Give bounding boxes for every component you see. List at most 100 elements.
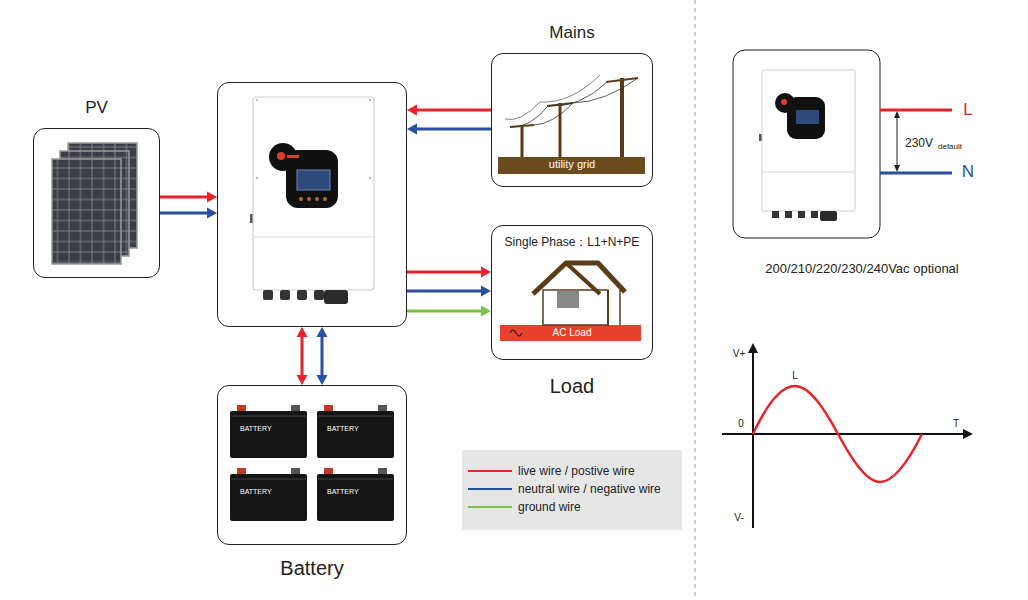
legend-sample <box>468 506 512 508</box>
connector <box>407 124 491 135</box>
node-text: BATTERY <box>327 488 359 496</box>
sine-chart <box>748 343 758 353</box>
output-wire <box>880 172 952 175</box>
connector <box>407 286 491 297</box>
battery-icon <box>291 468 300 474</box>
inverter-device <box>297 290 307 300</box>
connector-line <box>415 109 491 112</box>
phase-label: N <box>962 162 974 182</box>
inverter-device <box>253 97 374 290</box>
solar-panel <box>52 159 121 264</box>
connector <box>297 327 308 385</box>
inverter-device <box>772 211 779 218</box>
battery-icon <box>230 474 307 521</box>
inverter-device <box>733 50 880 238</box>
battery-icon <box>231 479 306 480</box>
house <box>557 291 579 308</box>
pv-box: PV <box>33 128 160 278</box>
connector-line <box>415 128 491 131</box>
battery-box: BATTERYBATTERYBATTERYBATTERYBattery <box>217 385 407 545</box>
inverter-device <box>299 197 303 201</box>
inverter-device <box>733 50 880 238</box>
connector-line <box>160 196 209 199</box>
inverter-device <box>762 172 855 173</box>
load-box: Single Phase：L1+N+PEAC LoadLoad <box>491 225 653 360</box>
battery-icon <box>324 468 333 474</box>
battery-icon <box>324 405 333 411</box>
battery-icon <box>291 405 300 411</box>
inverter-device <box>250 97 374 304</box>
connector <box>407 267 491 278</box>
axis-label: T <box>953 418 959 430</box>
inverter-device <box>796 110 819 124</box>
inverter-device <box>785 211 792 218</box>
voltage-bracket <box>894 111 900 118</box>
utility-grid <box>511 78 638 127</box>
battery-icon <box>230 411 307 458</box>
voltage-options: 200/210/220/230/240Vac optional <box>765 261 958 277</box>
inverter-device <box>787 97 825 139</box>
node-text: BATTERY <box>327 425 359 433</box>
battery-icon <box>237 405 246 411</box>
node-text: BATTERY <box>240 488 272 496</box>
battery-icon <box>317 411 394 458</box>
house <box>607 290 609 325</box>
arrow-head <box>481 286 491 297</box>
inverter-device <box>314 290 324 300</box>
battery-icon <box>378 468 387 474</box>
sine-chart <box>963 429 973 439</box>
voltage-note: default <box>938 142 962 152</box>
inverter-device <box>286 150 338 208</box>
node-text: Battery <box>218 556 406 580</box>
inverter-device <box>307 197 311 201</box>
inverter-device <box>277 152 285 160</box>
node-text: Mains <box>492 23 652 43</box>
inverter-device <box>369 99 371 101</box>
output-wire <box>880 109 952 112</box>
connector <box>407 306 491 317</box>
inverter-device <box>323 197 327 201</box>
connector <box>160 208 217 219</box>
battery-icon <box>231 416 306 417</box>
utility-grid <box>620 78 624 157</box>
inverter-device <box>315 197 319 201</box>
node-text: utility grid <box>492 158 652 171</box>
sine-chart <box>752 352 754 528</box>
mains-box: Mainsutility grid <box>491 53 653 187</box>
inverter-device <box>781 99 787 105</box>
connector-line <box>407 290 483 293</box>
utility-grid <box>559 103 562 157</box>
connector-line <box>301 335 304 377</box>
battery-icon <box>230 405 394 521</box>
voltage-value: 230V <box>905 136 933 150</box>
node-text: PV <box>34 98 159 118</box>
legend-text: ground wire <box>518 500 581 514</box>
inverter-device <box>798 211 805 218</box>
house <box>510 330 522 336</box>
utility-grid <box>521 125 524 157</box>
house <box>543 290 608 325</box>
arrow-head <box>207 208 217 219</box>
connector-line <box>160 212 209 215</box>
divider <box>695 0 696 600</box>
node-text: Load <box>492 374 652 398</box>
inverter-device <box>287 155 299 158</box>
node-text: BATTERY <box>240 425 272 433</box>
arrow-head <box>317 327 328 337</box>
output-wire <box>880 110 952 173</box>
inverter-device <box>820 211 837 221</box>
arrow-head <box>317 375 328 385</box>
voltage-bracket <box>897 116 898 167</box>
arrow-head <box>407 105 417 116</box>
connector <box>160 192 217 203</box>
legend-box: live wire / postive wireneutral wire / n… <box>462 450 682 530</box>
battery-icon <box>378 405 387 411</box>
inverter-device <box>263 290 273 300</box>
sine-chart <box>722 343 973 528</box>
battery-icon <box>237 468 246 474</box>
axis-label: V- <box>734 512 743 524</box>
inverter-device <box>280 290 290 300</box>
voltage-bracket <box>894 165 900 172</box>
arrow-head <box>481 267 491 278</box>
connector <box>407 105 491 116</box>
